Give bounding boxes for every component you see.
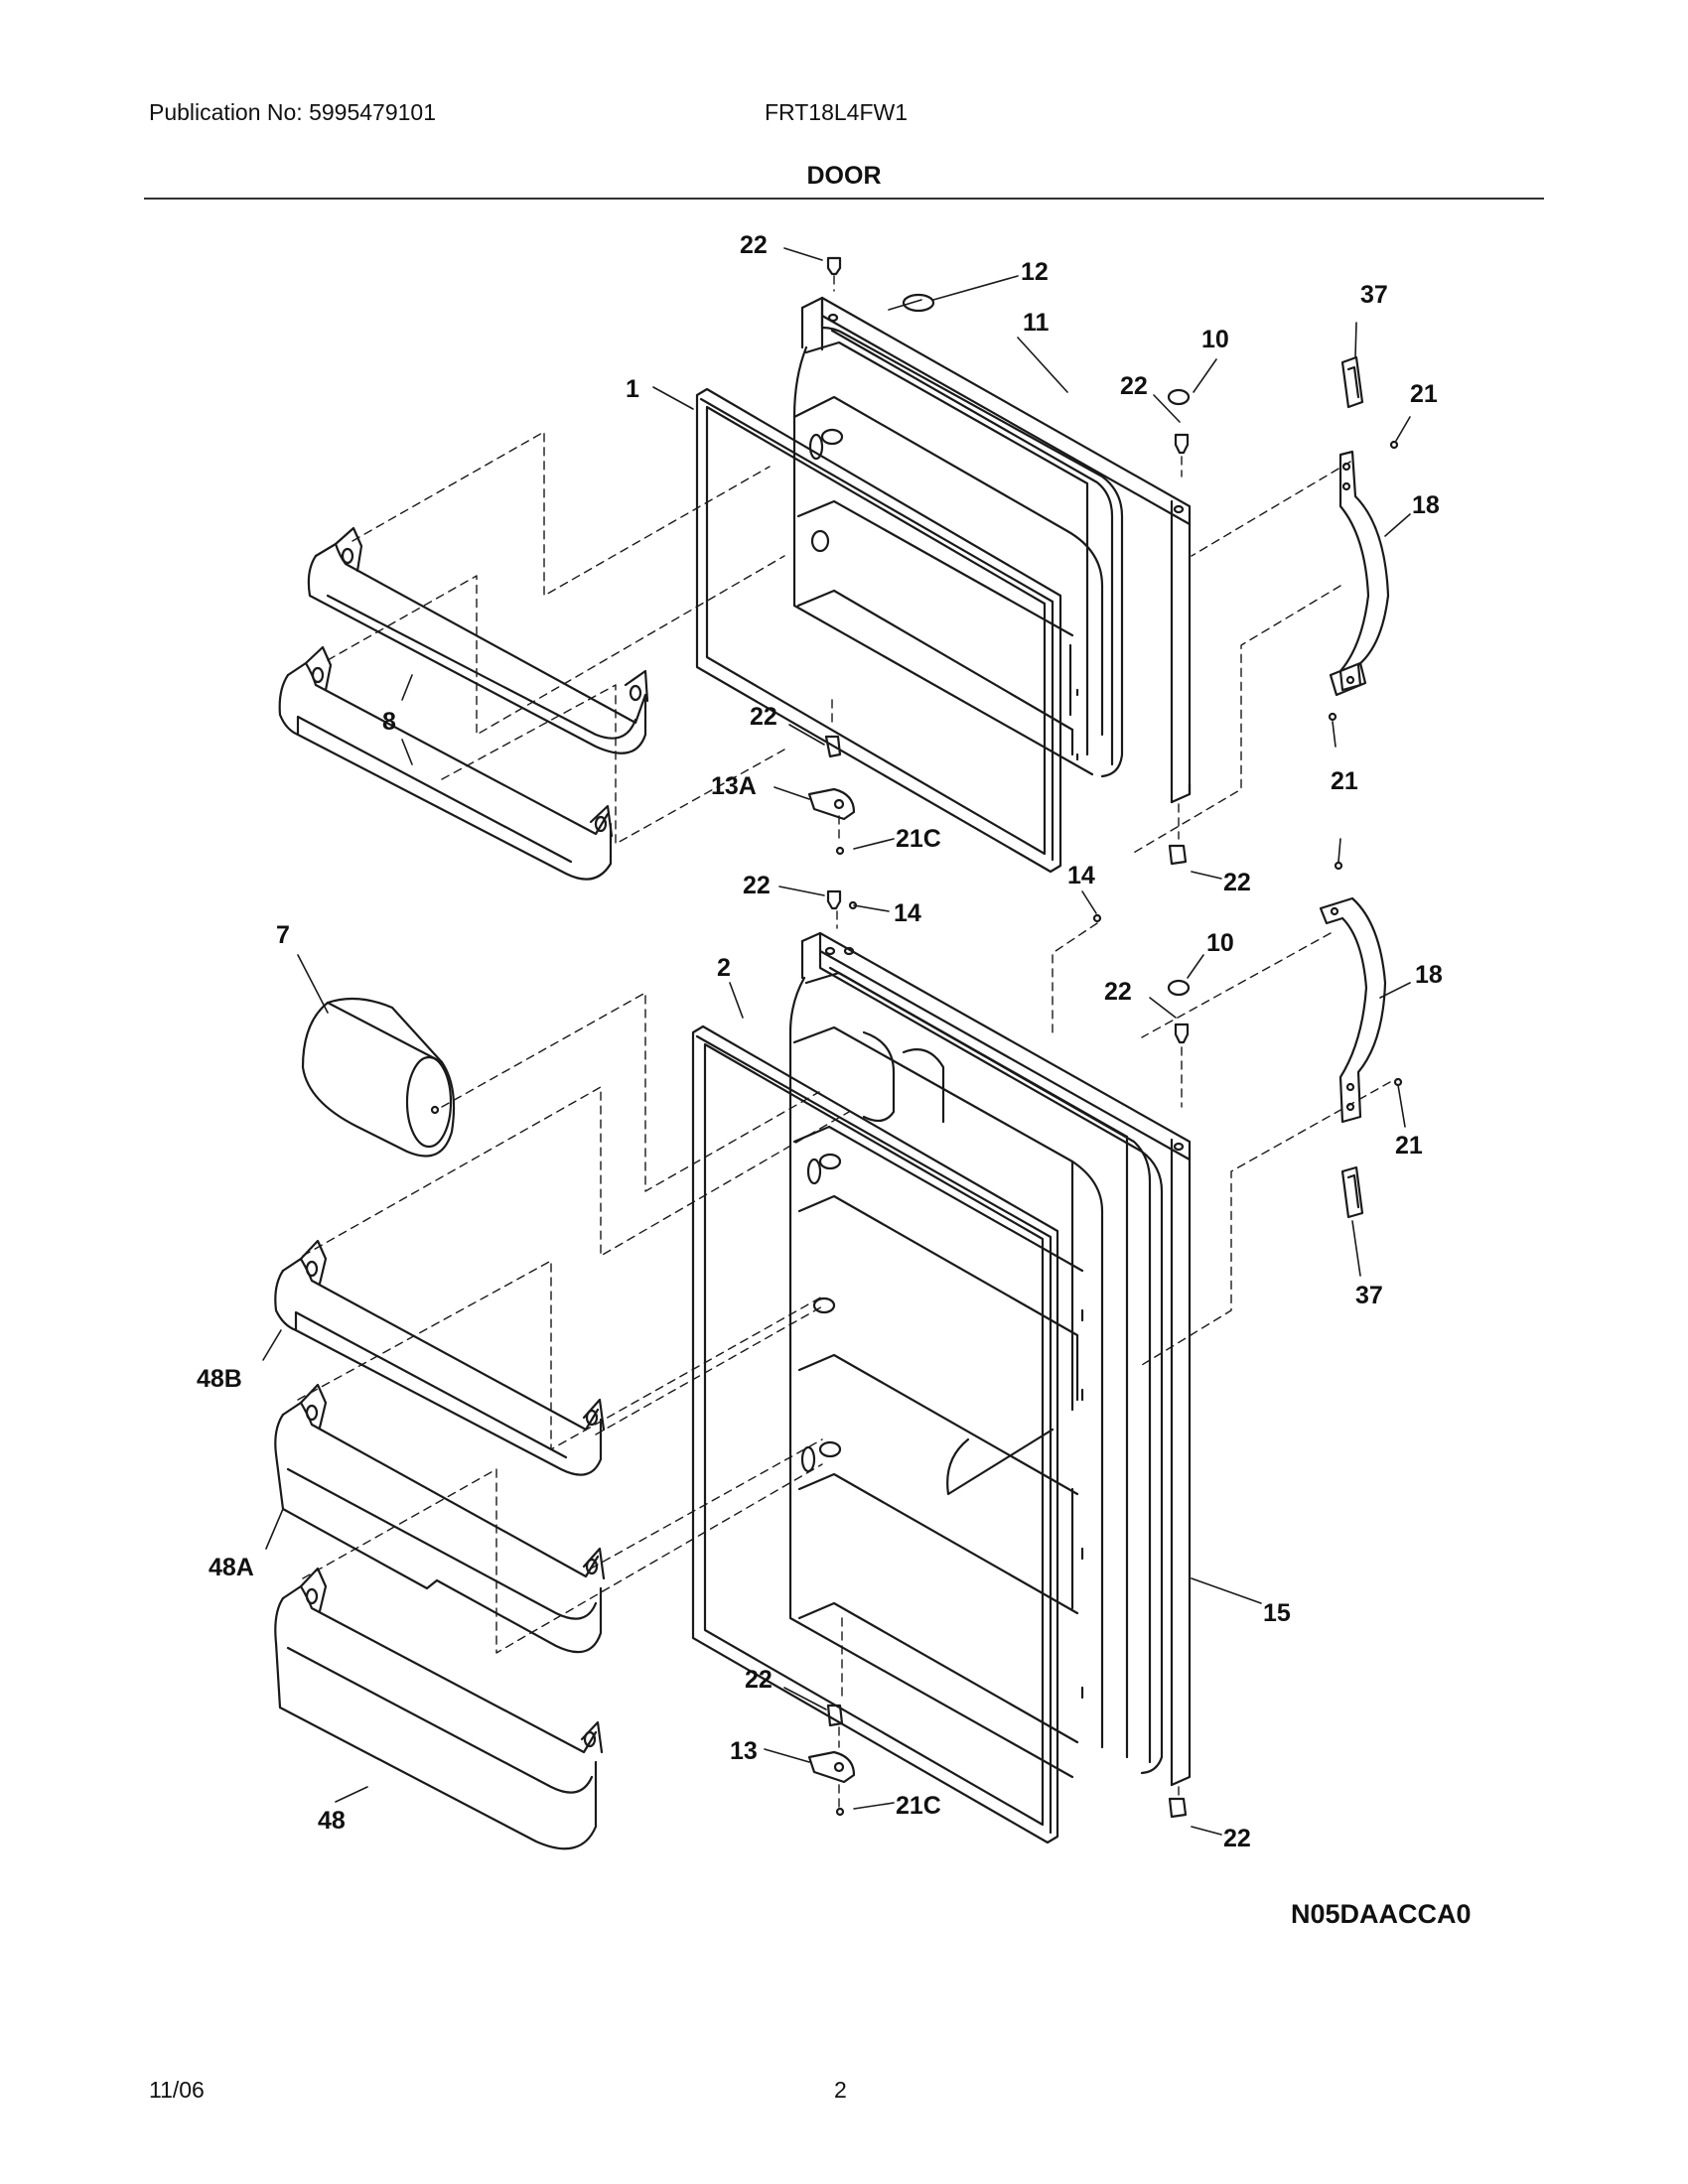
page-number: 2: [834, 2077, 847, 2103]
callout-22: 22: [1120, 372, 1148, 400]
callout-37: 37: [1355, 1282, 1383, 1309]
leader-lines: [262, 247, 1411, 1836]
callout-22: 22: [743, 872, 771, 899]
callout-14: 14: [1067, 862, 1095, 889]
callout-21: 21: [1395, 1132, 1423, 1160]
projection-lines: [297, 275, 1391, 1808]
callout-22: 22: [1223, 869, 1251, 896]
small-parts: [807, 256, 1403, 1819]
callout-13A: 13A: [711, 772, 757, 800]
callout-21: 21: [1331, 767, 1358, 795]
butter-compartment-cover: [301, 997, 456, 1158]
header-divider: [144, 198, 1544, 200]
callout-labels: 22 12 11 10 22 37 21 1 18 8 22 13A 21C 2…: [197, 231, 1443, 1852]
callout-1: 1: [626, 375, 639, 403]
door-shelves: [274, 526, 649, 1850]
callout-18: 18: [1412, 491, 1440, 519]
callout-18: 18: [1415, 961, 1443, 989]
freezer-gasket: [695, 387, 1062, 874]
callout-11: 11: [1023, 309, 1050, 337]
diagram-code: N05DAACCA0: [1291, 1899, 1472, 1929]
callout-10: 10: [1206, 929, 1234, 957]
callout-2: 2: [717, 954, 731, 982]
callout-48A: 48A: [209, 1554, 254, 1581]
callout-22: 22: [1104, 978, 1132, 1006]
callout-48B: 48B: [197, 1365, 242, 1393]
callout-12: 12: [1021, 258, 1049, 286]
callout-21C: 21C: [896, 1792, 941, 1820]
callout-22: 22: [1223, 1825, 1251, 1852]
publication-number: Publication No: 5995479101: [149, 99, 437, 125]
footer-date: 11/06: [149, 2077, 205, 2103]
callout-37: 37: [1360, 281, 1388, 309]
door-handles: [1319, 355, 1390, 1219]
callout-21: 21: [1410, 380, 1438, 408]
fresh-food-gasket: [691, 1024, 1059, 1844]
callout-48: 48: [318, 1807, 346, 1835]
callout-22: 22: [740, 231, 768, 259]
callout-21C: 21C: [896, 825, 941, 853]
callout-7: 7: [276, 921, 290, 949]
callout-22: 22: [745, 1666, 773, 1694]
fresh-food-door: [788, 931, 1192, 1787]
callout-14: 14: [894, 899, 921, 927]
callout-8: 8: [382, 708, 396, 736]
callout-13: 13: [730, 1737, 758, 1765]
model-number: FRT18L4FW1: [765, 99, 909, 125]
callout-22: 22: [750, 703, 777, 731]
freezer-door: [792, 296, 1192, 804]
page-title: DOOR: [806, 162, 882, 190]
callout-10: 10: [1201, 326, 1229, 353]
callout-15: 15: [1263, 1599, 1291, 1627]
